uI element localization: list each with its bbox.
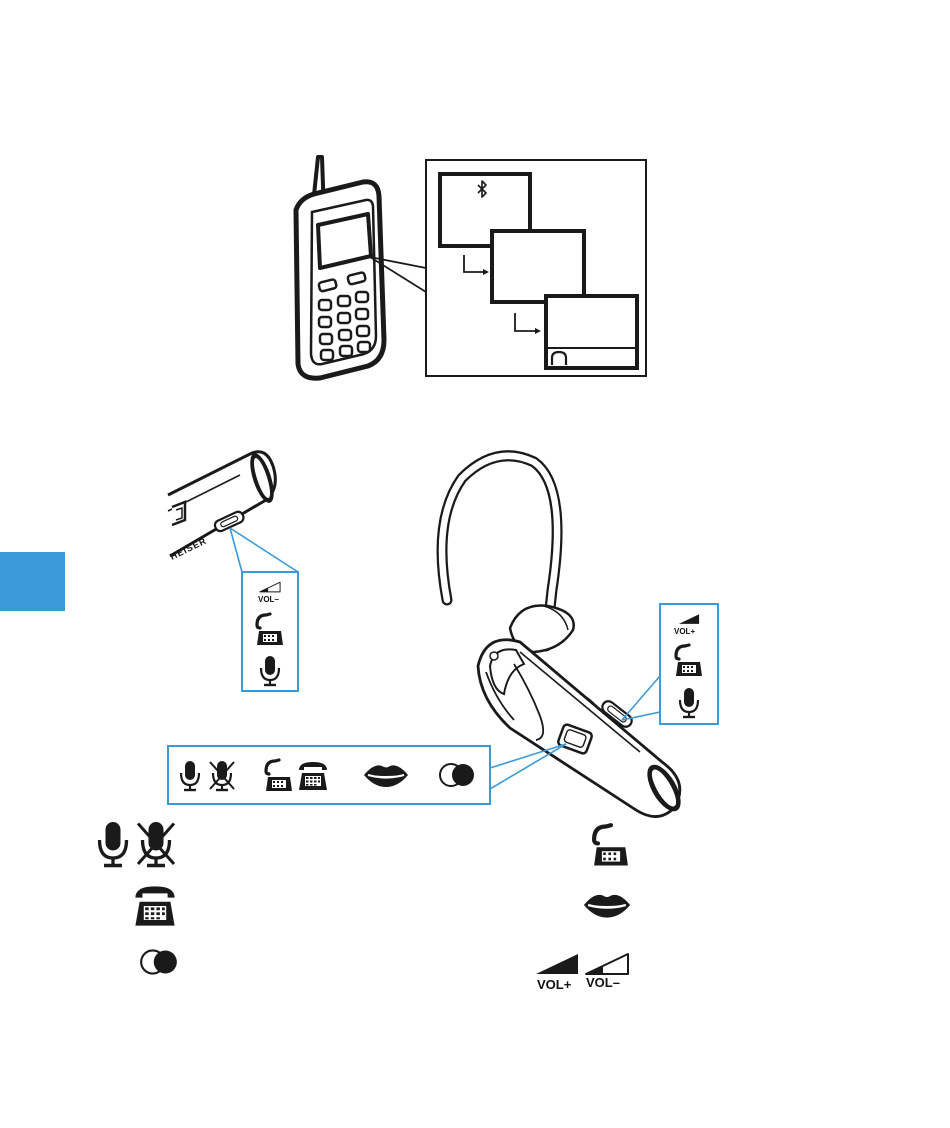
legend-toggle-icon: [141, 950, 177, 973]
right-callout-vol-label: VOL+: [674, 627, 695, 636]
toggle-icon: [440, 764, 474, 786]
legend-mic-muted-icon: [138, 822, 174, 866]
left-callout-vol-label: VOL–: [258, 595, 279, 604]
microphone-muted-icon: [210, 761, 234, 790]
display-detail-box: [426, 160, 646, 376]
mobile-phone: [296, 157, 384, 378]
legend-hook-off-icon: [594, 825, 628, 865]
left-callout: VOL–: [242, 572, 298, 691]
legend-volume-up-icon: [536, 954, 578, 974]
legend-mic-icon: [100, 822, 127, 866]
screen-step-3: [546, 296, 637, 368]
screen-step-2: [492, 231, 584, 302]
chapter-tab: [0, 552, 65, 611]
legend-vol-plus-label: VOL+: [537, 977, 572, 992]
right-callout: VOL+: [660, 604, 718, 724]
headset-end-view: HEISER: [168, 450, 279, 561]
legend-lips-icon: [584, 895, 630, 918]
legend: VOL+ VOL–: [100, 822, 631, 992]
legend-telephone-icon: [135, 886, 174, 925]
legend-volume-down-icon: [586, 954, 628, 974]
legend-vol-minus-label: VOL–: [586, 975, 620, 990]
telephone-icon: [299, 762, 327, 790]
bottom-callout: [168, 746, 490, 804]
